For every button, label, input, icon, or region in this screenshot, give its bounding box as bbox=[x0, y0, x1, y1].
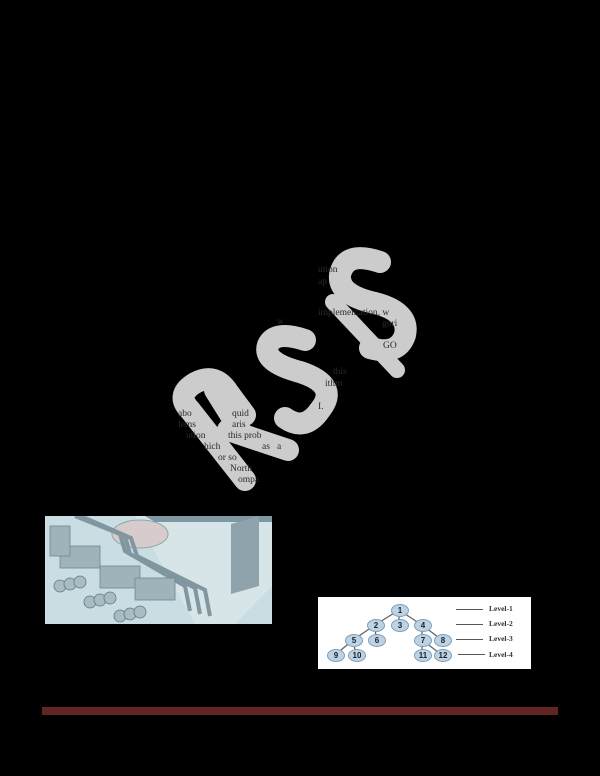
revealed-text: lems bbox=[178, 420, 196, 430]
level-label: Level-3 bbox=[489, 634, 513, 643]
tree-node: 1 bbox=[391, 604, 409, 617]
figure-tree-diagram: 1 2 3 4 5 6 7 8 9 10 11 12 Level-1 Level… bbox=[318, 597, 531, 669]
level-line bbox=[456, 639, 483, 640]
level-label: Level-4 bbox=[489, 650, 513, 659]
revealed-text: North bbox=[230, 464, 253, 474]
figure-cad-rendering bbox=[45, 516, 272, 624]
revealed-text: ithm bbox=[325, 379, 343, 389]
revealed-text: this prob bbox=[228, 431, 262, 441]
revealed-text: implementation, w bbox=[318, 308, 390, 318]
level-label: Level-1 bbox=[489, 604, 513, 613]
revealed-text: w bbox=[277, 317, 284, 327]
tree-node: 2 bbox=[367, 619, 385, 632]
revealed-text: GO bbox=[383, 341, 397, 351]
tree-node: 8 bbox=[434, 634, 452, 647]
level-label: Level-2 bbox=[489, 619, 513, 628]
tree-node: 9 bbox=[327, 649, 345, 662]
tree-node: 3 bbox=[391, 619, 409, 632]
revealed-text: ompa bbox=[238, 475, 260, 485]
level-line bbox=[456, 624, 483, 625]
revealed-text: ap bbox=[318, 277, 327, 287]
tree-node: 11 bbox=[414, 649, 432, 662]
level-line bbox=[458, 654, 485, 655]
revealed-text: or so bbox=[218, 453, 237, 463]
revealed-text: gori bbox=[382, 319, 398, 329]
level-line bbox=[456, 609, 483, 610]
revealed-text: hich bbox=[204, 442, 221, 452]
footer-divider bbox=[42, 707, 558, 715]
revealed-text: I. bbox=[318, 402, 324, 412]
tree-node: 4 bbox=[414, 619, 432, 632]
tree-node: 5 bbox=[345, 634, 363, 647]
tree-node: 12 bbox=[434, 649, 452, 662]
revealed-text: aris bbox=[232, 420, 246, 430]
tree-node: 7 bbox=[414, 634, 432, 647]
revealed-text: this bbox=[333, 367, 347, 377]
tree-node: 6 bbox=[368, 634, 386, 647]
tree-node: 10 bbox=[348, 649, 366, 662]
revealed-text: ution bbox=[318, 265, 338, 275]
revealed-text: abo bbox=[178, 409, 192, 419]
revealed-text: as bbox=[262, 442, 270, 452]
cad-image-icon bbox=[45, 516, 272, 624]
revealed-text: a bbox=[277, 442, 282, 452]
revealed-text: ution bbox=[186, 431, 206, 441]
revealed-text: quid bbox=[232, 409, 249, 419]
